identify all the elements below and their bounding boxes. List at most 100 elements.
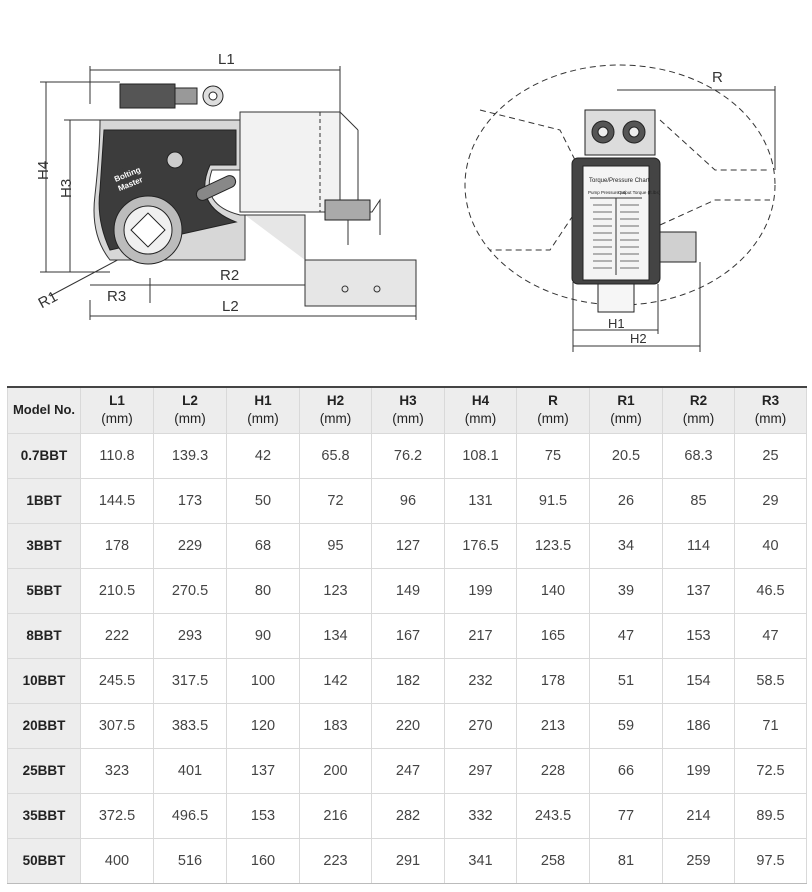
value-cell: 199 [662, 747, 735, 794]
dim-H4: H4 [35, 161, 52, 180]
value-cell: 186 [662, 702, 735, 749]
table-row: 0.7BBT 110.8 139.3 42 65.8 76.2 108.1 75… [7, 432, 807, 479]
table-row: 25BBT 323 401 137 200 247 297 228 66 199… [7, 747, 807, 794]
value-cell: 372.5 [80, 792, 154, 839]
value-cell: 42 [226, 432, 300, 479]
header-cell-R3: R3(mm) [734, 386, 807, 434]
chart-label-col2: Output Torque (ft.lbs) [618, 190, 661, 195]
value-cell: 270 [444, 702, 517, 749]
value-cell: 178 [80, 522, 154, 569]
dim-R1: R1 [36, 288, 61, 312]
value-cell: 108.1 [444, 432, 517, 479]
table-row: 10BBT 245.5 317.5 100 142 182 232 178 51… [7, 657, 807, 704]
chart-stripes [593, 204, 639, 269]
dim-L1: L1 [218, 51, 235, 68]
value-cell: 47 [589, 612, 663, 659]
value-cell: 90 [226, 612, 300, 659]
value-cell: 401 [153, 747, 227, 794]
value-cell: 96 [371, 477, 445, 524]
header-cell-L1: L1(mm) [80, 386, 154, 434]
value-cell: 307.5 [80, 702, 154, 749]
value-cell: 65.8 [299, 432, 372, 479]
dim-H2: H2 [630, 331, 647, 346]
value-cell: 229 [153, 522, 227, 569]
header-unit: (mm) [682, 411, 715, 427]
value-cell: 496.5 [153, 792, 227, 839]
value-cell: 247 [371, 747, 445, 794]
dim-H3: H3 [58, 179, 75, 198]
header-cell-R2: R2(mm) [662, 386, 735, 434]
value-cell: 137 [226, 747, 300, 794]
value-cell: 160 [226, 837, 300, 884]
value-cell: 293 [153, 612, 227, 659]
header-label: L1 [109, 393, 125, 409]
value-cell: 178 [516, 657, 590, 704]
model-cell: 5BBT [7, 567, 81, 614]
value-cell: 153 [662, 612, 735, 659]
model-cell: 35BBT [7, 792, 81, 839]
header-cell-R: R(mm) [516, 386, 590, 434]
value-cell: 46.5 [734, 567, 807, 614]
header-unit: (mm) [464, 411, 497, 427]
value-cell: 182 [371, 657, 445, 704]
value-cell: 258 [516, 837, 590, 884]
value-cell: 89.5 [734, 792, 807, 839]
model-cell: 25BBT [7, 747, 81, 794]
value-cell: 323 [80, 747, 154, 794]
spec-table: Model No. L1(mm) L2(mm) H1(mm) H2(mm) H3… [7, 386, 807, 884]
table-row: 5BBT 210.5 270.5 80 123 149 199 140 39 1… [7, 567, 807, 614]
value-cell: 183 [299, 702, 372, 749]
value-cell: 245.5 [80, 657, 154, 704]
value-cell: 223 [299, 837, 372, 884]
model-cell: 3BBT [7, 522, 81, 569]
value-cell: 127 [371, 522, 445, 569]
header-cell-model: Model No. [7, 386, 81, 434]
header-label: H3 [399, 393, 417, 409]
header-label: R3 [761, 393, 780, 409]
value-cell: 176.5 [444, 522, 517, 569]
value-cell: 216 [299, 792, 372, 839]
value-cell: 39 [589, 567, 663, 614]
value-cell: 167 [371, 612, 445, 659]
value-cell: 270.5 [153, 567, 227, 614]
table-row: 20BBT 307.5 383.5 120 183 220 270 213 59… [7, 702, 807, 749]
header-label: R1 [617, 393, 635, 409]
value-cell: 259 [662, 837, 735, 884]
header-label: R [548, 393, 558, 409]
value-cell: 220 [371, 702, 445, 749]
value-cell: 232 [444, 657, 517, 704]
header-label: H2 [326, 393, 345, 409]
value-cell: 165 [516, 612, 590, 659]
header-cell-H4: H4(mm) [444, 386, 517, 434]
value-cell: 47 [734, 612, 807, 659]
value-cell: 137 [662, 567, 735, 614]
value-cell: 72.5 [734, 747, 807, 794]
value-cell: 97.5 [734, 837, 807, 884]
value-cell: 26 [589, 477, 663, 524]
header-cell-H1: H1(mm) [226, 386, 300, 434]
value-cell: 154 [662, 657, 735, 704]
model-cell: 8BBT [7, 612, 81, 659]
logo-badge: Bolting Master [102, 161, 150, 201]
table-row: 1BBT 144.5 173 50 72 96 131 91.5 26 85 2… [7, 477, 807, 524]
value-cell: 110.8 [80, 432, 154, 479]
value-cell: 95 [299, 522, 372, 569]
value-cell: 213 [516, 702, 590, 749]
value-cell: 291 [371, 837, 445, 884]
chart-label-col1: Pump Pressure psi [588, 190, 626, 195]
value-cell: 72 [299, 477, 372, 524]
value-cell: 210.5 [80, 567, 154, 614]
value-cell: 144.5 [80, 477, 154, 524]
header-label: Model No. [12, 402, 76, 418]
front-view [464, 64, 776, 352]
value-cell: 68.3 [662, 432, 735, 479]
value-cell: 131 [444, 477, 517, 524]
header-cell-H3: H3 (mm) [371, 386, 445, 434]
value-cell: 114 [662, 522, 735, 569]
value-cell: 200 [299, 747, 372, 794]
header-unit: (mm) [174, 411, 206, 427]
model-cell: 0.7BBT [7, 432, 81, 479]
header-unit: (mm) [392, 411, 424, 427]
value-cell: 91.5 [516, 477, 590, 524]
value-cell: 139.3 [153, 432, 227, 479]
